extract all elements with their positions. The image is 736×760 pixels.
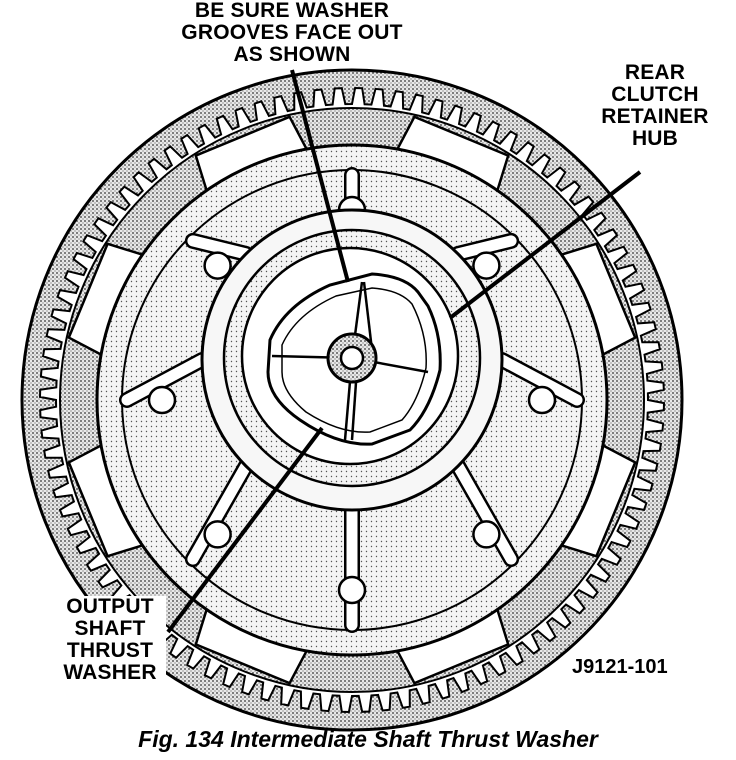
- leader-lines: [166, 69, 642, 634]
- figure-caption: Fig. 134 Intermediate Shaft Thrust Washe…: [138, 726, 598, 752]
- callout-line: HUB: [631, 127, 679, 150]
- shaft-center: [339, 345, 365, 371]
- callout-line: GROOVES FACE OUT: [181, 21, 403, 44]
- callout-line: SHAFT: [74, 617, 146, 640]
- callout-line: CLUTCH: [611, 83, 699, 106]
- spoke-bolt: [147, 385, 177, 415]
- spoke-bolt: [527, 385, 557, 415]
- callout-line: OUTPUT: [66, 595, 154, 618]
- washer-inner-outline: [281, 287, 427, 433]
- spoke-bolt: [472, 520, 501, 549]
- drum-spokes: [119, 167, 585, 633]
- leader-rear-clutch: [448, 170, 642, 320]
- callout-line: BE SURE WASHER: [194, 0, 390, 22]
- figure-code: J9121-101: [572, 656, 668, 678]
- spoke: [496, 354, 583, 406]
- callout-line: AS SHOWN: [233, 43, 351, 66]
- callout-line: WASHER: [63, 661, 157, 684]
- spoke: [452, 235, 517, 260]
- spoke-bolt: [203, 251, 232, 280]
- callout-washer-grooves: BE SURE WASHER GROOVES FACE OUT AS SHOWN: [174, 0, 410, 66]
- spoke: [187, 460, 252, 565]
- spoke-bolt: [472, 251, 501, 280]
- callout-line: RETAINER: [601, 105, 709, 128]
- spoke: [187, 235, 252, 260]
- spoke: [452, 460, 517, 565]
- callout-line: REAR: [624, 61, 686, 84]
- spoke: [121, 354, 208, 406]
- leader-washer-grooves: [290, 69, 350, 283]
- callout-line: THRUST: [66, 639, 154, 662]
- leader-output-shaft: [166, 426, 324, 634]
- callout-output-shaft-thrust-washer: OUTPUT SHAFT THRUST WASHER: [54, 596, 166, 684]
- spoke-bolt: [203, 520, 232, 549]
- callout-rear-clutch-retainer-hub: REAR CLUTCH RETAINER HUB: [600, 62, 710, 150]
- spoke-bolt: [337, 575, 367, 605]
